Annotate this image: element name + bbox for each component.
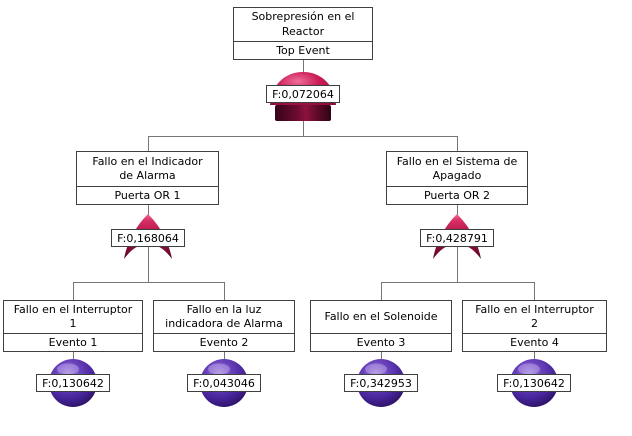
frequency-label: F:0,130642 (497, 374, 571, 392)
connector-line (381, 352, 382, 359)
frequency-label: F:0,043046 (187, 374, 261, 392)
node-type-label: Puerta OR 1 (114, 189, 181, 202)
frequency-label: F:0,342953 (344, 374, 418, 392)
node-title: Fallo en el Interruptor 1 (4, 301, 142, 334)
frequency-label: F:0,130642 (36, 374, 110, 392)
frequency-label: F:0,168064 (111, 229, 185, 247)
connector-line (73, 352, 74, 359)
connector-line (534, 282, 535, 300)
node-title: Fallo en el Indicador de Alarma (77, 152, 218, 187)
frequency-label: F:0,072064 (266, 85, 340, 103)
connector-line (224, 352, 225, 359)
node-title: Sobrepresión en el Reactor (234, 8, 372, 42)
connector-line (148, 136, 149, 151)
node-type-label: Evento 4 (510, 336, 559, 349)
node-top-event[interactable]: Sobrepresión en el Reactor Top Event (233, 7, 373, 60)
frequency-label: F:0,428791 (420, 229, 494, 247)
node-title: Fallo en el Solenoide (311, 301, 451, 334)
connector-line (148, 136, 458, 137)
connector-line (457, 136, 458, 151)
node-type-label: Top Event (276, 44, 330, 57)
node-gate-or-2[interactable]: Fallo en el Sistema de Apagado Puerta OR… (386, 151, 528, 205)
connector-line (381, 282, 535, 283)
connector-line (73, 282, 225, 283)
connector-line (73, 282, 74, 300)
node-event-4[interactable]: Fallo en el Interruptor 2 Evento 4 (462, 300, 607, 352)
node-type-label: Evento 3 (356, 336, 406, 349)
connector-line (534, 352, 535, 359)
node-title: Fallo en el Interruptor 2 (463, 301, 606, 334)
node-event-1[interactable]: Fallo en el Interruptor 1 Evento 1 (3, 300, 143, 352)
node-title: Fallo en la luz indicadora de Alarma (154, 301, 294, 334)
node-gate-or-1[interactable]: Fallo en el Indicador de Alarma Puerta O… (76, 151, 219, 205)
node-type-label: Puerta OR 2 (423, 189, 491, 202)
node-event-3[interactable]: Fallo en el Solenoide Evento 3 (310, 300, 452, 352)
node-type-label: Evento 2 (199, 336, 249, 349)
node-type-label: Evento 1 (48, 336, 98, 349)
connector-line (381, 282, 382, 300)
node-title: Fallo en el Sistema de Apagado (387, 152, 527, 187)
connector-line (224, 282, 225, 300)
node-event-2[interactable]: Fallo en la luz indicadora de Alarma Eve… (153, 300, 295, 352)
